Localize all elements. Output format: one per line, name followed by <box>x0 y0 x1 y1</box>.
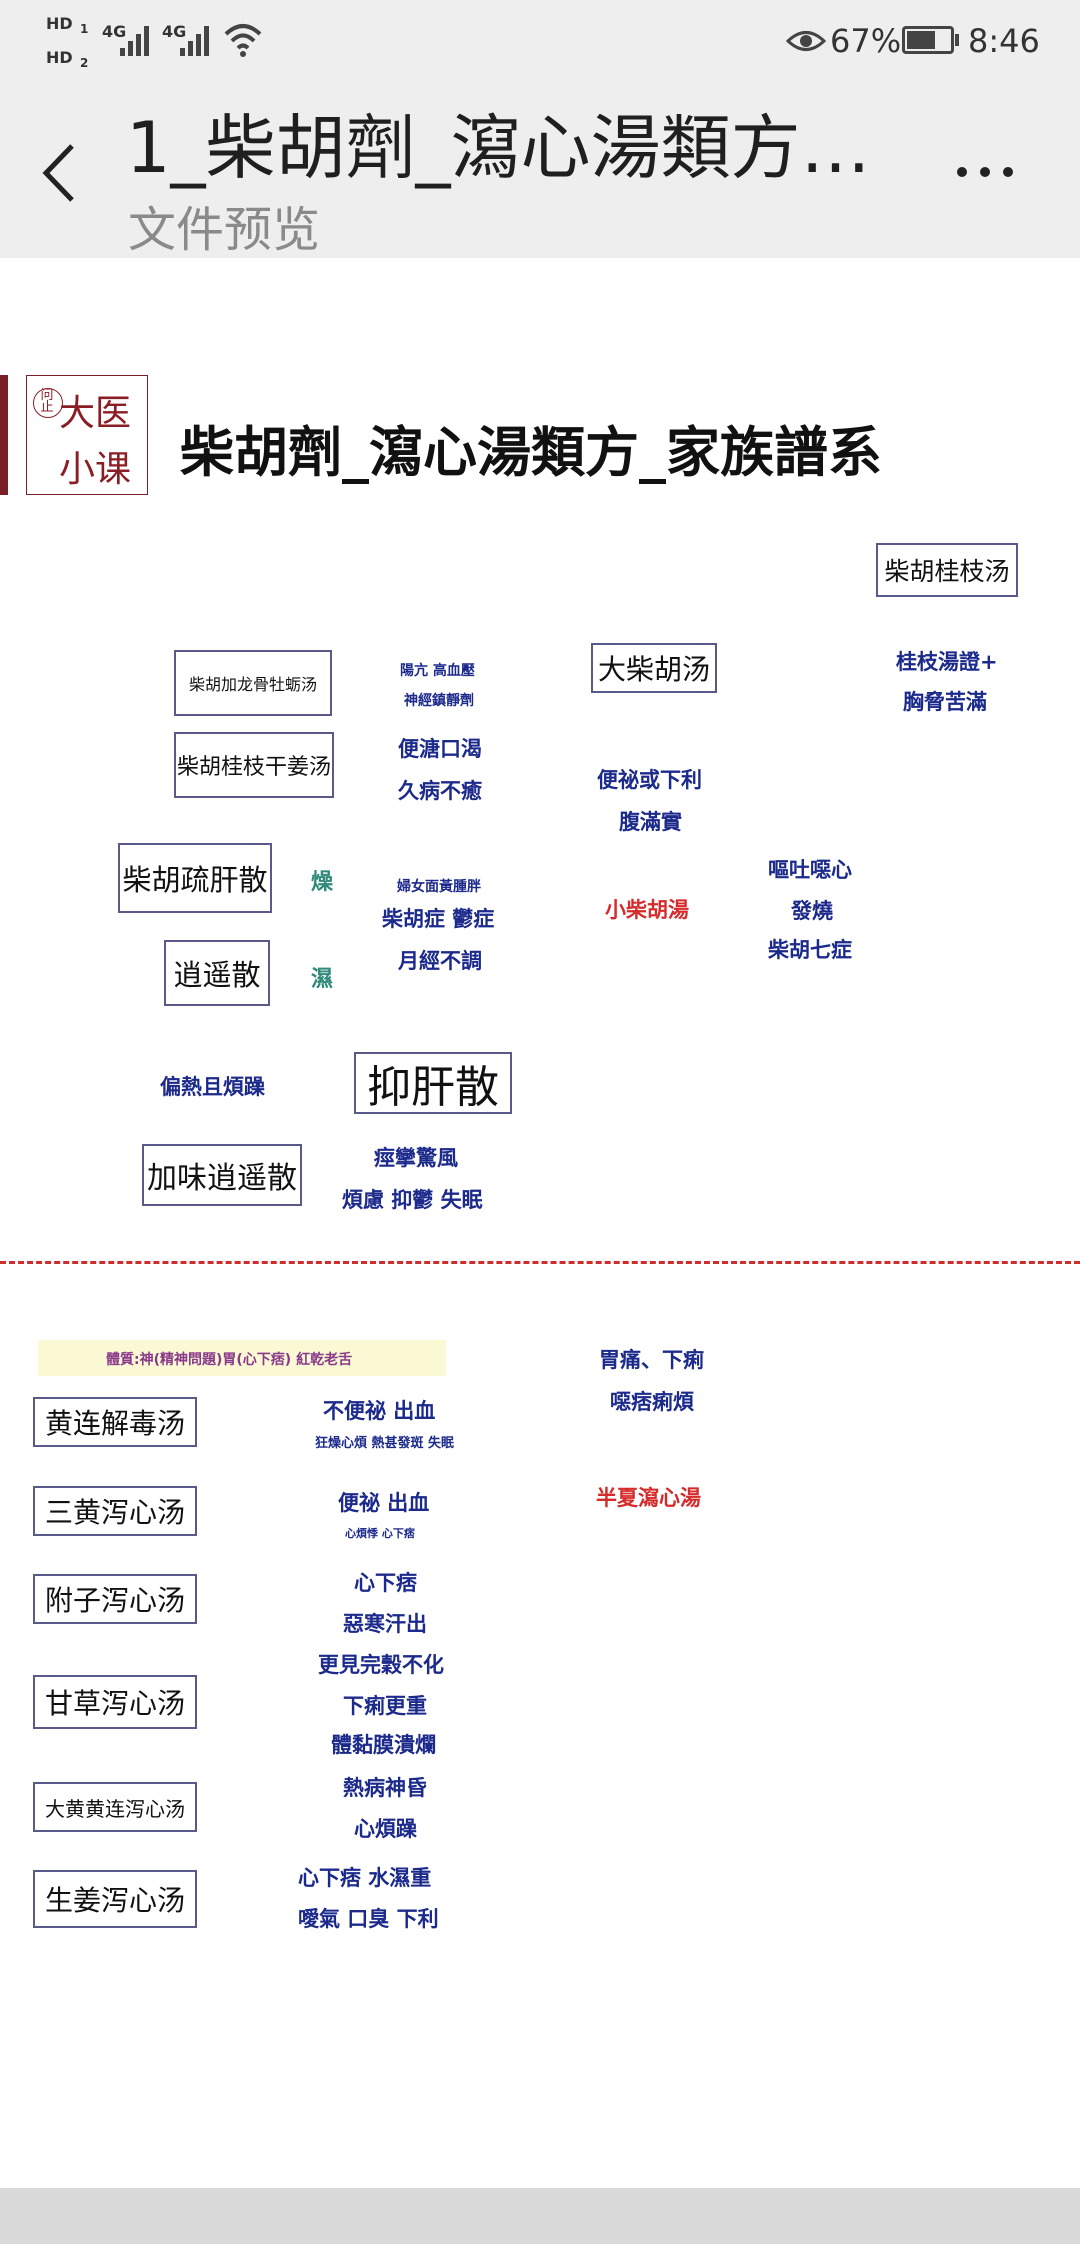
label-irritable: 心煩躁 <box>354 1817 417 1841</box>
label-constipation: 便祕或下利 <box>597 768 702 792</box>
logo: 问止 大医 小课 <box>26 375 148 495</box>
signal-2-icon <box>180 26 209 56</box>
document-title: 1_柴胡劑_瀉心湯類方… <box>126 107 871 189</box>
label-fever: 發燒 <box>791 899 833 923</box>
box-gancao: 甘草泻心汤 <box>33 1675 197 1729</box>
box-chaihu-guizhi: 柴胡桂枝汤 <box>876 543 1018 597</box>
hd1-sub: 1 <box>80 22 89 36</box>
label-banxia: 半夏瀉心湯 <box>596 1486 701 1510</box>
battery-tip <box>955 34 959 46</box>
label-fever-coma: 熱病神昏 <box>343 1776 427 1800</box>
label-chronic: 久病不癒 <box>398 779 482 803</box>
hd2-badge: HD <box>46 48 73 67</box>
constitution-highlight <box>38 1340 446 1376</box>
box-shengjiang: 生姜泻心汤 <box>33 1870 197 1928</box>
label-damp: 濕 <box>311 967 334 992</box>
logo-seal-text: 问止 <box>40 388 54 415</box>
wifi-icon <box>224 24 262 57</box>
label-abdominal-fullness: 腹滿實 <box>619 810 682 834</box>
chevron-left-icon <box>42 144 74 202</box>
box-chaihu-longgu: 柴胡加龙骨牡蛎汤 <box>174 650 332 716</box>
label-loose-stool: 便溏口渴 <box>398 737 482 761</box>
label-stomach: 胃痛、下痢 <box>599 1348 704 1372</box>
box-da-chaihu: 大柴胡汤 <box>591 643 717 693</box>
box-huanglian-jiedu: 黄连解毒汤 <box>33 1397 197 1447</box>
document-subtitle: 文件预览 <box>128 202 321 258</box>
network-type-1: 4G <box>102 22 127 41</box>
label-pi: 心下痞 <box>354 1571 417 1595</box>
signal-1-icon <box>120 26 149 56</box>
eye-comfort-icon <box>786 31 826 51</box>
battery-icon <box>902 26 954 54</box>
label-not-constipated: 不便祕 出血 <box>323 1399 436 1423</box>
box-dahuang-huanglian: 大黄黄连泻心汤 <box>33 1782 197 1832</box>
label-chills: 惡寒汗出 <box>343 1612 427 1636</box>
label-water-damp: 心下痞 水濕重 <box>298 1866 432 1890</box>
logo-line-1: 大医 <box>59 393 132 434</box>
logo-seal <box>33 388 63 418</box>
box-sanhuang: 三黄泻心汤 <box>33 1486 197 1536</box>
label-mania: 狂燥心煩 熱甚發斑 失眠 <box>315 1436 455 1451</box>
label-menstrual: 月經不調 <box>398 949 482 973</box>
label-constipated: 便祕 出血 <box>338 1491 430 1515</box>
label-seven-symptoms: 柴胡七症 <box>768 938 852 962</box>
hd1-badge: HD <box>46 14 73 33</box>
section-divider <box>0 1261 1080 1264</box>
network-type-2: 4G <box>162 22 187 41</box>
label-xiao-chaihu: 小柴胡湯 <box>605 898 689 922</box>
label-belch: 噯氣 口臭 下利 <box>298 1907 439 1931</box>
label-hypertension: 陽亢 高血壓 <box>400 663 475 679</box>
label-sedative: 神經鎮靜劑 <box>404 693 474 709</box>
box-chaihu-guizhi-ganjiang: 柴胡桂枝干姜汤 <box>174 732 334 798</box>
accent-bar <box>0 375 8 495</box>
hd2-sub: 2 <box>80 56 89 70</box>
box-jiawei-xiaoyao: 加味逍遥散 <box>142 1144 302 1206</box>
bottom-bar <box>0 2188 1080 2244</box>
box-xiaoyao: 逍遥散 <box>164 940 270 1006</box>
back-button[interactable] <box>36 138 86 208</box>
label-women: 婦女面黃腫胖 <box>397 879 481 895</box>
label-nausea: 嘔吐噁心 <box>768 858 852 882</box>
clock: 8:46 <box>968 22 1040 60</box>
label-spasm: 痙攣驚風 <box>374 1146 458 1170</box>
label-chest-full: 胸脅苦滿 <box>903 690 987 714</box>
logo-line-2: 小课 <box>59 449 132 490</box>
box-chaihu-shugan: 柴胡疏肝散 <box>118 843 272 913</box>
more-icon <box>957 167 1013 177</box>
label-anxiety: 煩慮 抑鬱 失眠 <box>342 1188 483 1212</box>
status-bar: HD 1 HD 2 4G 4G 67% 8:46 <box>0 0 1080 84</box>
app-bar <box>0 84 1080 258</box>
box-yigan: 抑肝散 <box>354 1052 512 1114</box>
label-guizhi-plus: 桂枝湯證+ <box>896 650 998 674</box>
label-constitution: 體質:神(精神問題)胃(心下痞) 紅乾老舌 <box>106 1352 353 1368</box>
label-heat-irritable: 偏熱且煩躁 <box>160 1075 265 1099</box>
label-dry: 燥 <box>311 870 334 895</box>
label-mouth: 噁痞痢煩 <box>610 1390 694 1414</box>
label-chaihu-depression: 柴胡症 鬱症 <box>382 907 495 931</box>
label-undigested: 更見完穀不化 <box>318 1653 444 1677</box>
label-palpitation: 心煩悸 心下痞 <box>345 1527 415 1540</box>
more-options-button[interactable] <box>950 140 1020 200</box>
diagram-heading: 柴胡劑_瀉心湯類方_家族譜系 <box>180 420 882 484</box>
label-worse-diarrhea: 下痢更重 <box>343 1694 427 1718</box>
label-mucosa: 體黏膜潰爛 <box>331 1733 436 1757</box>
battery-percent: 67% <box>830 22 902 60</box>
box-fuzi: 附子泻心汤 <box>33 1574 197 1624</box>
